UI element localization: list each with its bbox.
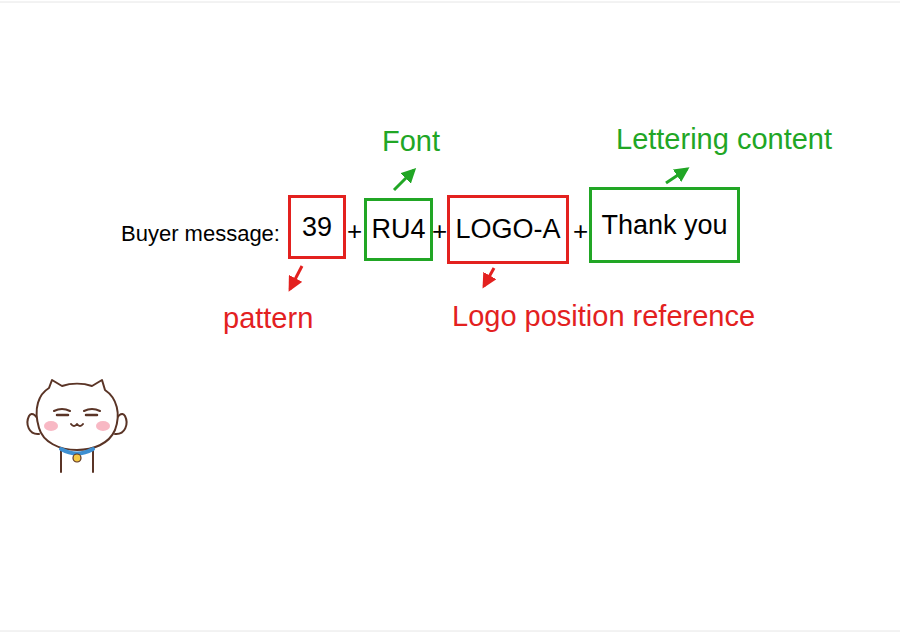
leader-arrow (290, 266, 302, 289)
entry-text: LOGO-A (455, 216, 560, 243)
callout-label: pattern (223, 304, 313, 333)
page-edge (0, 2, 900, 3)
prompt-text: Buyer message: (121, 223, 280, 245)
plus-sign: + (573, 218, 588, 244)
leader-arrow (394, 170, 414, 190)
entry-text: 39 (302, 214, 332, 241)
entry-text: RU4 (371, 216, 425, 243)
entry-box: 39 (288, 195, 346, 259)
plus-sign: + (347, 218, 362, 244)
callout-label: Font (382, 127, 440, 156)
plus-sign: + (432, 218, 447, 244)
cat-illustration (27, 380, 126, 472)
callout-label: Logo position reference (452, 302, 755, 331)
leader-arrow (484, 268, 494, 286)
entry-text: Thank you (601, 212, 727, 239)
callout-label: Lettering content (616, 125, 832, 154)
entry-box: Thank you (589, 187, 740, 263)
entry-box: RU4 (364, 198, 433, 261)
entry-box: LOGO-A (447, 195, 569, 264)
leader-arrow (666, 169, 687, 183)
page-edge (0, 631, 900, 632)
